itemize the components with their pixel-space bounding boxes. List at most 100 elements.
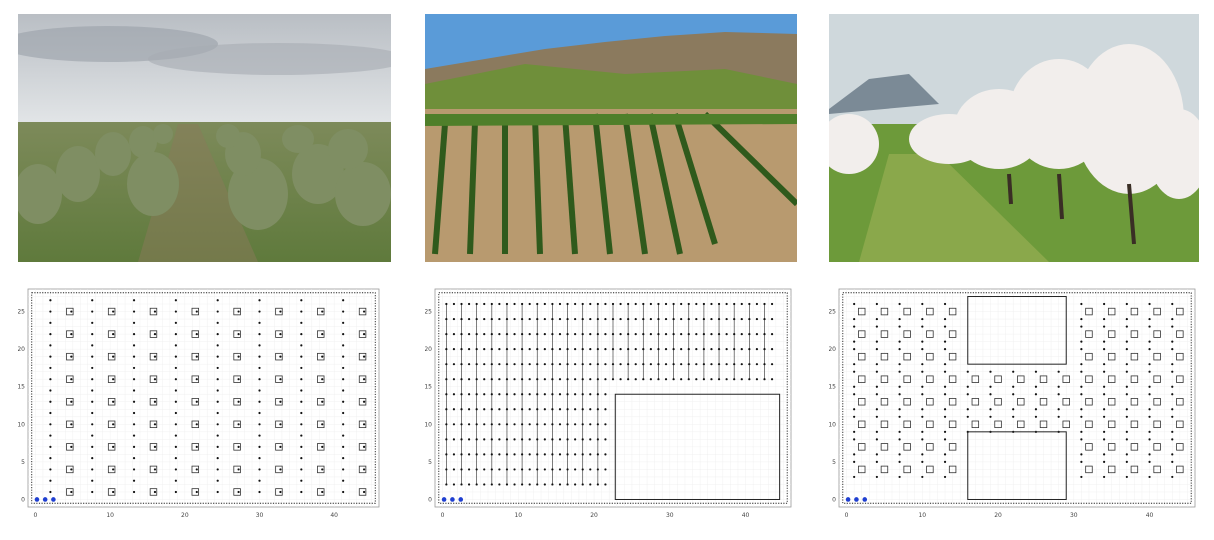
vine-point (717, 348, 721, 351)
tree-square (149, 375, 158, 383)
vine-point (153, 445, 157, 448)
vine-point (49, 457, 52, 460)
tree-square (858, 420, 866, 429)
vine-point (49, 445, 52, 448)
vine-point (551, 363, 554, 366)
vine-point (91, 490, 94, 494)
vine-point (642, 348, 645, 351)
vine-point (566, 378, 569, 381)
vine-point (513, 423, 516, 426)
x-tick-label: 30 (666, 512, 674, 519)
x-tick-label: 0 (441, 512, 445, 519)
vine-point (498, 333, 501, 336)
vine-point (505, 453, 509, 456)
vine-point (174, 490, 177, 494)
tree-square (858, 375, 866, 383)
vine-point (740, 348, 743, 351)
vine-point (216, 333, 219, 336)
tree-square (1153, 398, 1161, 406)
vine-point (258, 355, 261, 358)
vine-point (279, 468, 282, 471)
tree-square (1176, 375, 1184, 383)
vine-point (687, 348, 690, 351)
vine-point (770, 302, 774, 306)
vine-point (49, 479, 52, 482)
vine-point (551, 393, 554, 396)
vine-point (574, 333, 577, 336)
tree-square (149, 488, 158, 496)
vine-point (989, 385, 992, 388)
vine-point (740, 302, 743, 306)
vine-point (174, 400, 177, 403)
tree-square (1153, 352, 1161, 361)
vine-point (132, 479, 136, 482)
vine-point (258, 434, 261, 437)
tree-square (1017, 398, 1025, 406)
vine-point (498, 408, 501, 411)
vine-point (604, 408, 607, 411)
vine-point (216, 344, 219, 347)
vine-point (483, 348, 486, 351)
vine-point (490, 348, 493, 351)
vine-point (91, 344, 94, 347)
vine-point (574, 438, 577, 441)
vine-point (1171, 348, 1174, 351)
vine-point (490, 393, 493, 396)
vine-point (49, 310, 52, 313)
vine-point (1057, 385, 1060, 388)
vine-point (216, 468, 219, 471)
vine-point (898, 438, 901, 441)
vine-point (91, 445, 94, 448)
y-tick-label: 0 (21, 496, 25, 503)
tree-square (275, 488, 283, 496)
vine-point (543, 302, 546, 306)
tree-square (1107, 465, 1116, 474)
vine-point (91, 400, 94, 403)
vine-point (710, 317, 713, 321)
vine-point (513, 483, 516, 486)
vine-point (574, 317, 577, 321)
vine-point (543, 363, 546, 366)
vine-point (536, 438, 539, 441)
vine-point (921, 453, 924, 456)
field-boundary (842, 292, 1192, 504)
vine-point (558, 468, 562, 471)
vine-point (1080, 460, 1083, 463)
tree-square (107, 307, 116, 316)
tree-square (233, 375, 241, 383)
vine-point (596, 348, 599, 351)
vine-point (702, 348, 705, 351)
vine-point (921, 348, 924, 351)
vine-point (452, 483, 456, 486)
vine-point (596, 317, 599, 321)
vine-point (490, 363, 493, 366)
tree-square (948, 420, 957, 429)
vine-point (672, 302, 675, 306)
vine-point (342, 321, 345, 324)
vine-point (853, 453, 856, 456)
vine-point (566, 317, 569, 321)
vine-point (258, 445, 261, 448)
robot-marker (450, 497, 455, 502)
vine-point (1103, 475, 1106, 479)
vine-point (452, 333, 456, 336)
vine-point (558, 423, 562, 426)
vine-point (875, 475, 878, 479)
vine-point (153, 468, 157, 471)
tree-square (926, 398, 934, 406)
robot-marker (854, 497, 859, 502)
tree-square (1085, 307, 1093, 316)
vine-point (91, 366, 94, 370)
vine-point (536, 453, 539, 456)
vine-point (627, 363, 630, 366)
vine-point (536, 483, 539, 486)
vine-point (279, 355, 282, 358)
vine-point (483, 393, 486, 396)
vine-point (702, 363, 705, 366)
vine-point (853, 385, 856, 388)
vine-point (589, 348, 592, 351)
vine-point (875, 430, 878, 433)
vine-point (710, 378, 713, 381)
vine-point (687, 317, 690, 321)
